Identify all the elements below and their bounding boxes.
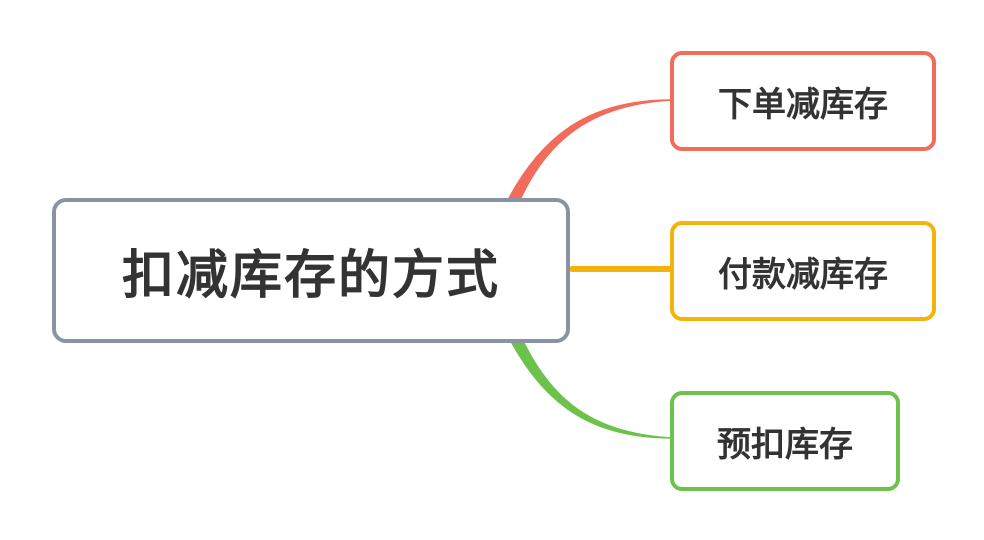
- branch-topic-label: 付款减库存: [718, 254, 888, 295]
- central-topic-label: 扣减库存的方式: [121, 246, 500, 306]
- branch-topic-3[interactable]: 预扣库存: [670, 391, 900, 491]
- branch-topic-1[interactable]: 下单减库存: [670, 51, 936, 151]
- branch-topic-label: 下单减库存: [718, 84, 888, 125]
- central-topic[interactable]: 扣减库存的方式: [52, 198, 570, 343]
- connector-branch-1: [506, 99, 673, 201]
- connector-branch-3: [510, 342, 673, 439]
- branch-topic-label: 预扣库存: [717, 424, 853, 465]
- branch-topic-2[interactable]: 付款减库存: [670, 221, 936, 321]
